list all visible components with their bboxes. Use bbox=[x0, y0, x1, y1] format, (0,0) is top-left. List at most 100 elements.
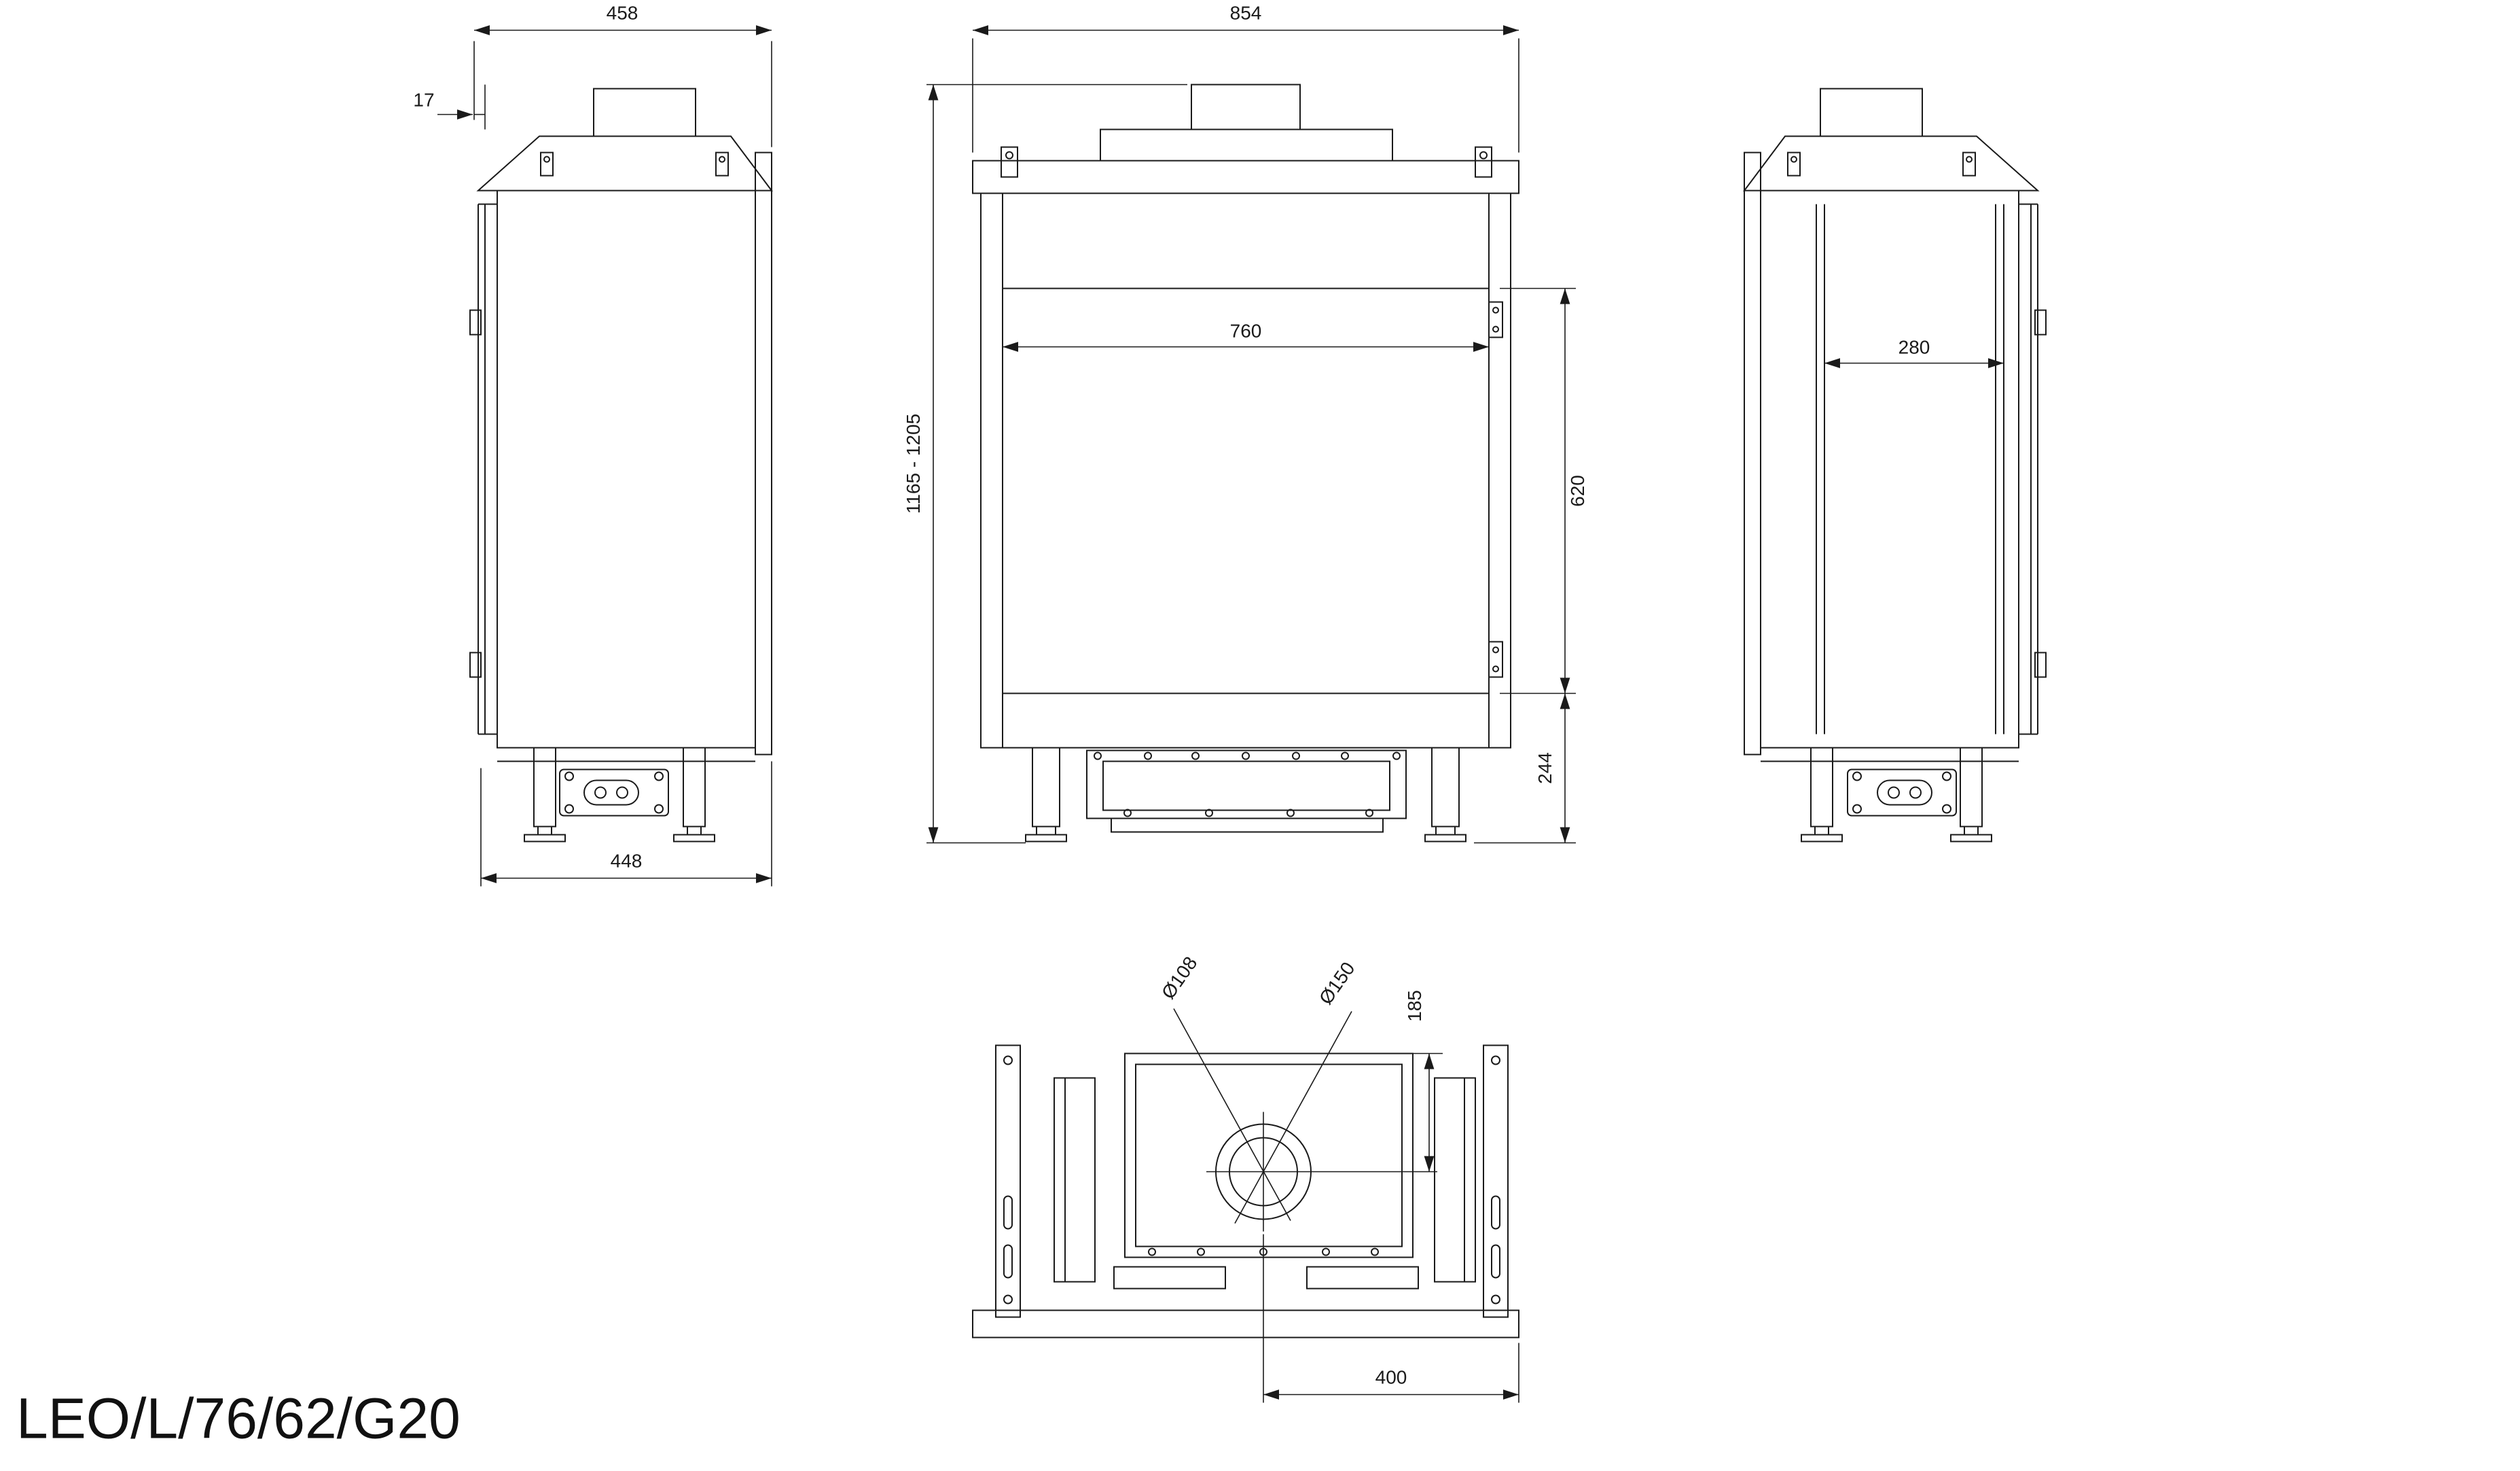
flue-duct bbox=[593, 88, 696, 137]
gas-control-box bbox=[559, 768, 669, 817]
dim-front-height: 1165 - 1205 bbox=[903, 84, 1187, 844]
mounting-bar bbox=[1483, 1044, 1509, 1318]
glass-clamp bbox=[469, 652, 482, 678]
dim-plan-flue-to-edge: 400 bbox=[1263, 1234, 1519, 1403]
body-box bbox=[497, 190, 756, 749]
leader-inner-dia bbox=[1173, 1008, 1291, 1221]
retainer-strip bbox=[1306, 1266, 1419, 1290]
dim-front-base-height: 244 bbox=[1474, 693, 1576, 844]
bolt-icon bbox=[1003, 1055, 1013, 1065]
foot-stem bbox=[687, 826, 702, 836]
foot-pad bbox=[673, 834, 715, 843]
screw-icon bbox=[1197, 1247, 1205, 1256]
dim-label-458: 458 bbox=[607, 3, 638, 24]
bolt-icon bbox=[1003, 1294, 1013, 1305]
back-panel bbox=[755, 152, 772, 756]
screw-icon bbox=[1205, 809, 1213, 817]
foot-pad bbox=[1025, 834, 1067, 843]
dim-label-flue-outer: Ø150 bbox=[1315, 958, 1359, 1008]
drawing-title: LEO/L/76/62/G20 bbox=[16, 1387, 461, 1451]
dim-left-depth-body: 448 bbox=[480, 761, 772, 887]
latch-pin bbox=[1492, 306, 1499, 314]
cap-clip-bolt bbox=[543, 156, 550, 163]
dim-front-glass-width: 760 bbox=[1003, 321, 1489, 352]
screw-icon bbox=[564, 771, 574, 781]
screw-icon bbox=[654, 771, 664, 781]
foot-stem bbox=[537, 826, 552, 836]
latch-pin bbox=[1492, 665, 1499, 673]
mounting-slot bbox=[1491, 1244, 1500, 1279]
leg bbox=[1431, 747, 1460, 828]
leader-outer-dia bbox=[1234, 1011, 1352, 1224]
top-band bbox=[972, 160, 1519, 194]
screw-icon bbox=[1094, 751, 1102, 760]
dim-front-width: 854 bbox=[972, 3, 1519, 153]
cap-clip-bolt bbox=[719, 156, 725, 163]
gas-control-plate bbox=[583, 779, 639, 806]
body-box bbox=[980, 192, 1511, 749]
cap-clip bbox=[715, 152, 729, 177]
base-plate bbox=[972, 1309, 1519, 1339]
screw-icon bbox=[1322, 1247, 1330, 1256]
mounting-slot bbox=[1003, 1244, 1013, 1279]
foot-pad bbox=[524, 834, 566, 843]
screw-icon bbox=[1286, 809, 1295, 817]
screw-icon bbox=[1292, 751, 1300, 760]
firebox bbox=[1124, 1052, 1414, 1258]
right-side-view: 280 bbox=[1744, 88, 2047, 843]
cap-clip-bolt bbox=[1479, 151, 1488, 160]
side-column bbox=[1054, 1077, 1096, 1283]
flue-duct bbox=[1191, 84, 1301, 130]
dim-plan-flue-offset: 185 bbox=[1404, 990, 1443, 1172]
bolt-icon bbox=[1491, 1294, 1500, 1305]
foot-pad bbox=[1424, 834, 1466, 843]
burner-tray-inner bbox=[1102, 760, 1390, 811]
screw-icon bbox=[1144, 751, 1152, 760]
dim-label-400: 400 bbox=[1375, 1367, 1407, 1388]
screw-icon bbox=[1371, 1247, 1379, 1256]
screw-icon bbox=[564, 804, 574, 814]
front-view: 854 1165 - 1205 760 620 244 bbox=[903, 3, 1588, 844]
dim-label-17: 17 bbox=[413, 90, 434, 111]
cap-clip bbox=[540, 152, 554, 177]
foot-stem bbox=[1036, 826, 1056, 836]
latch-pin bbox=[1492, 646, 1499, 654]
valve-port bbox=[616, 786, 628, 799]
foot-stem bbox=[1435, 826, 1456, 836]
latch-pin bbox=[1492, 325, 1499, 333]
left-side-view: 458 17 448 bbox=[413, 3, 773, 887]
screw-icon bbox=[1242, 751, 1250, 760]
dim-left-depth-overall: 458 bbox=[473, 3, 772, 147]
screw-icon bbox=[1392, 751, 1401, 760]
screw-icon bbox=[1365, 809, 1373, 817]
mounting-slot bbox=[1491, 1195, 1500, 1230]
firebox-inner bbox=[1135, 1063, 1403, 1247]
screw-icon bbox=[1148, 1247, 1156, 1256]
screw-icon bbox=[1341, 751, 1349, 760]
side-column bbox=[1434, 1077, 1476, 1283]
mounting-bar bbox=[995, 1044, 1021, 1318]
cap-clip-bolt bbox=[1005, 151, 1013, 160]
leg bbox=[533, 747, 556, 828]
dim-label-height: 1165 - 1205 bbox=[903, 414, 924, 514]
retainer-strip bbox=[1113, 1266, 1226, 1290]
right-side-view-body bbox=[1744, 88, 2047, 843]
dim-label-244: 244 bbox=[1534, 752, 1555, 784]
dim-label-760: 760 bbox=[1230, 321, 1262, 342]
dim-right-glass-depth: 280 bbox=[1824, 337, 2004, 368]
dim-label-280: 280 bbox=[1898, 337, 1930, 358]
cap-clip bbox=[1001, 146, 1018, 178]
dim-label-flue-inner: Ø108 bbox=[1157, 953, 1202, 1003]
screw-icon bbox=[1123, 809, 1132, 817]
dim-label-448: 448 bbox=[611, 851, 643, 872]
latch bbox=[1488, 641, 1503, 678]
leg bbox=[1032, 747, 1060, 828]
left-side-view-body bbox=[469, 88, 773, 843]
screw-icon bbox=[654, 804, 664, 814]
dim-label-854: 854 bbox=[1230, 3, 1262, 24]
leg bbox=[683, 747, 706, 828]
dim-label-620: 620 bbox=[1567, 475, 1588, 507]
valve-port bbox=[594, 786, 607, 799]
glass-clamp bbox=[469, 309, 482, 336]
